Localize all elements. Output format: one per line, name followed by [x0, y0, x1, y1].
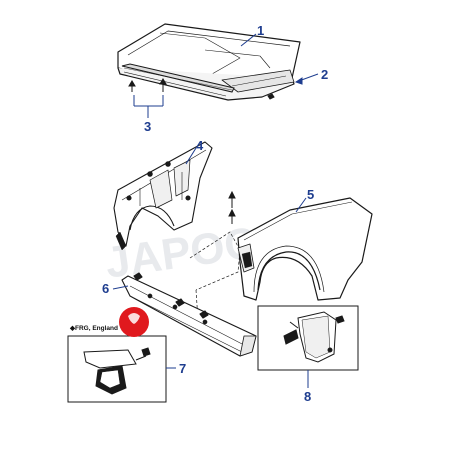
- callout-2: 2: [321, 67, 328, 82]
- japocat-logo: JAPOCAT: [113, 307, 151, 345]
- front-mudflap-box: ◆FRG, England: [67, 325, 167, 403]
- hood-part: [117, 23, 301, 101]
- callout-5: 5: [307, 187, 314, 202]
- callout-1: 1: [257, 23, 264, 38]
- logo-text: JAPOCAT: [113, 336, 151, 345]
- rear-mudflap-part: [283, 311, 345, 363]
- callout-6: 6: [102, 281, 109, 296]
- callout-4: 4: [196, 138, 204, 153]
- hood-fastener-part: [128, 78, 167, 92]
- rear-mudflap-box: [257, 305, 359, 371]
- inner-fender-part: [113, 141, 213, 251]
- callout-3: 3: [144, 119, 151, 134]
- front-spoiler-part: [121, 272, 257, 357]
- callout-8: 8: [304, 389, 311, 404]
- leader-lines: [112, 33, 319, 388]
- region-note: ◆FRG, England: [69, 325, 118, 332]
- hood-seal-part: [121, 63, 275, 100]
- front-fender-part: [237, 197, 373, 301]
- fender-bolts: [228, 190, 236, 224]
- callout-7: 7: [179, 361, 186, 376]
- front-mudflap-part: [83, 347, 151, 395]
